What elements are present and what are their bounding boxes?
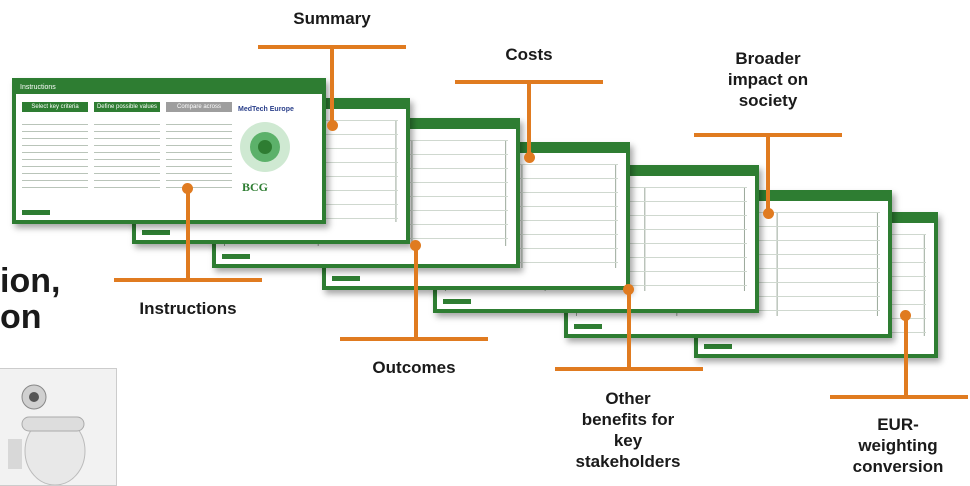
doctor-figure-image <box>0 368 117 486</box>
partial-headline-line2: on <box>0 298 42 336</box>
partial-headline-line1: ion, <box>0 262 61 300</box>
step-1-box: Select key criteria <box>22 102 88 112</box>
costs-marker-dot <box>524 152 535 163</box>
summary-marker-dot <box>327 120 338 131</box>
target-graphic-inner <box>258 140 272 154</box>
doctor-figure-icon <box>0 369 116 485</box>
instructions-sheet: Instructions Select key criteria Define … <box>12 78 326 224</box>
step-2-box: Define possible values <box>94 102 160 112</box>
label-outcomes: Outcomes <box>372 358 456 377</box>
step-1-text-lines <box>22 118 88 188</box>
label-instructions: Instructions <box>139 299 237 318</box>
label-costs: Costs <box>505 45 553 64</box>
step-3-text-lines <box>166 118 232 188</box>
step-2-text-lines <box>94 118 160 188</box>
label-broader-impact: Broader impact on society <box>727 49 809 110</box>
step-3-box: Compare across strategies <box>166 102 232 120</box>
label-summary: Summary <box>293 9 371 28</box>
broader-impact-marker-dot <box>763 208 774 219</box>
bcg-logo: BCG <box>242 180 269 194</box>
medtech-logo: MedTech Europe <box>238 106 294 113</box>
label-other-benefits: Other benefits for key stakeholders <box>575 389 681 471</box>
instructions-sheet-header: Instructions <box>16 82 322 94</box>
label-eur-weighting: EUR- weighting conversion <box>852 415 944 476</box>
